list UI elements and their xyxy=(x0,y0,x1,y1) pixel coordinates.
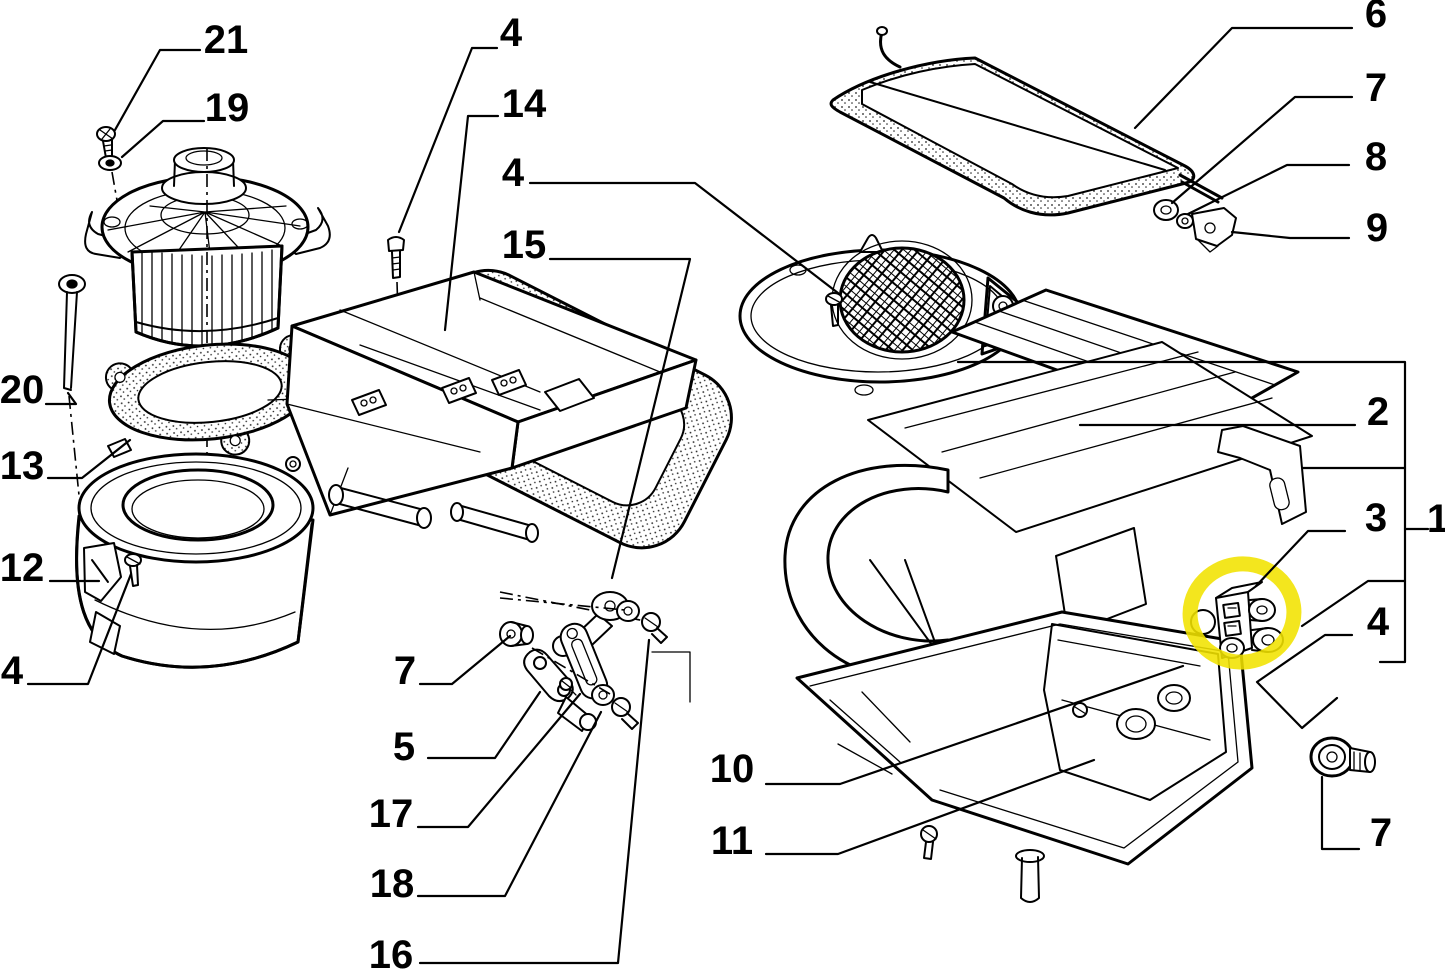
callout-21: 21 xyxy=(204,18,249,62)
washer-18-icon xyxy=(592,685,614,705)
callout-16: 16 xyxy=(369,933,414,970)
distribution-housing-group xyxy=(287,237,748,731)
small-screw-icon xyxy=(560,678,576,695)
leader-line-17 xyxy=(418,694,580,827)
callout-13: 13 xyxy=(0,444,44,488)
blower-motor-group xyxy=(59,127,332,667)
leader-line-9 xyxy=(1232,232,1349,238)
callout-4a: 4 xyxy=(500,11,523,55)
callout-6: 6 xyxy=(1365,0,1387,36)
leader-line-21 xyxy=(115,50,200,130)
callout-17: 17 xyxy=(369,792,414,836)
leader-line-7b xyxy=(420,636,510,684)
screw-21-icon xyxy=(97,127,115,158)
grommet-7-icon xyxy=(1311,738,1375,776)
callout-18: 18 xyxy=(370,862,415,906)
leader-line-4b xyxy=(530,183,838,293)
callout-7a: 7 xyxy=(1365,66,1387,110)
heater-box-upper xyxy=(785,290,1312,810)
screw-4-left-icon xyxy=(125,554,141,586)
callout-2: 2 xyxy=(1367,390,1389,434)
highlight-ring xyxy=(1184,557,1301,669)
callout-7c: 7 xyxy=(1370,811,1392,855)
leader-line-18 xyxy=(418,712,601,896)
clip-8-icon xyxy=(1177,214,1193,228)
leader-line-4d xyxy=(28,574,131,684)
heater-box-group xyxy=(740,27,1375,902)
screw-4-cover-icon xyxy=(826,293,842,326)
washer-19-icon xyxy=(99,156,121,170)
leader-line-7c xyxy=(1322,777,1359,849)
callout-4b: 4 xyxy=(502,151,525,195)
leader-line-19 xyxy=(122,121,204,157)
leader-line-8 xyxy=(1188,165,1349,214)
gasket-ring-13 xyxy=(104,334,319,468)
grille-icon xyxy=(830,240,980,360)
callout-1: 1 xyxy=(1427,497,1445,541)
callout-15: 15 xyxy=(502,223,547,267)
callout-7b: 7 xyxy=(394,649,416,693)
leader-line-4a xyxy=(399,48,497,232)
callout-11: 11 xyxy=(711,819,753,863)
water-pipes xyxy=(1073,685,1190,739)
washer-16-icon xyxy=(617,601,639,621)
leader-line-11 xyxy=(766,760,1094,854)
bracket-9-icon xyxy=(1192,208,1236,252)
screw-18-icon xyxy=(612,698,638,729)
leader-line-10 xyxy=(766,666,1183,784)
actuator-rods xyxy=(329,485,538,542)
callout-9: 9 xyxy=(1366,206,1388,250)
screw-11-icon xyxy=(921,826,937,859)
flap-clips xyxy=(352,370,594,415)
flap-panel-6 xyxy=(831,27,1222,215)
leader-line-13 xyxy=(48,440,130,478)
callout-19: 19 xyxy=(205,86,250,130)
leader-line-20 xyxy=(46,393,76,404)
mount-bracket xyxy=(1218,426,1306,524)
leader-line-16 xyxy=(420,640,649,963)
callout-12: 12 xyxy=(0,546,44,590)
leader-line-14 xyxy=(445,116,498,330)
leader-line-5 xyxy=(428,692,540,758)
heater-box-lower-10 xyxy=(797,612,1252,902)
bushing-7-icon xyxy=(500,622,533,646)
callout-4c: 4 xyxy=(1367,600,1390,644)
leader-line-1-0 xyxy=(958,362,1405,662)
blower-housing-12 xyxy=(77,439,313,667)
leader-line-1-3 xyxy=(1302,581,1405,626)
leader-line-3 xyxy=(1256,531,1345,586)
callout-4d: 4 xyxy=(1,649,24,693)
housing-body xyxy=(287,272,696,662)
screw-16-icon xyxy=(642,613,667,643)
callout-3: 3 xyxy=(1365,496,1387,540)
callout-10: 10 xyxy=(710,747,755,791)
ref-elbow-line xyxy=(652,652,690,702)
leader-line-15 xyxy=(550,259,690,578)
linkage-parts xyxy=(500,598,690,731)
callout-8: 8 xyxy=(1365,135,1387,179)
leader-line-6 xyxy=(1135,28,1352,128)
callout-14: 14 xyxy=(502,82,547,126)
washer-7-icon xyxy=(1154,200,1178,220)
leader-line-7a xyxy=(1172,97,1352,203)
callout-20: 20 xyxy=(0,368,44,412)
callout-5: 5 xyxy=(393,725,415,769)
drain-spout xyxy=(1016,850,1044,902)
leader-line-4c xyxy=(1257,635,1352,728)
